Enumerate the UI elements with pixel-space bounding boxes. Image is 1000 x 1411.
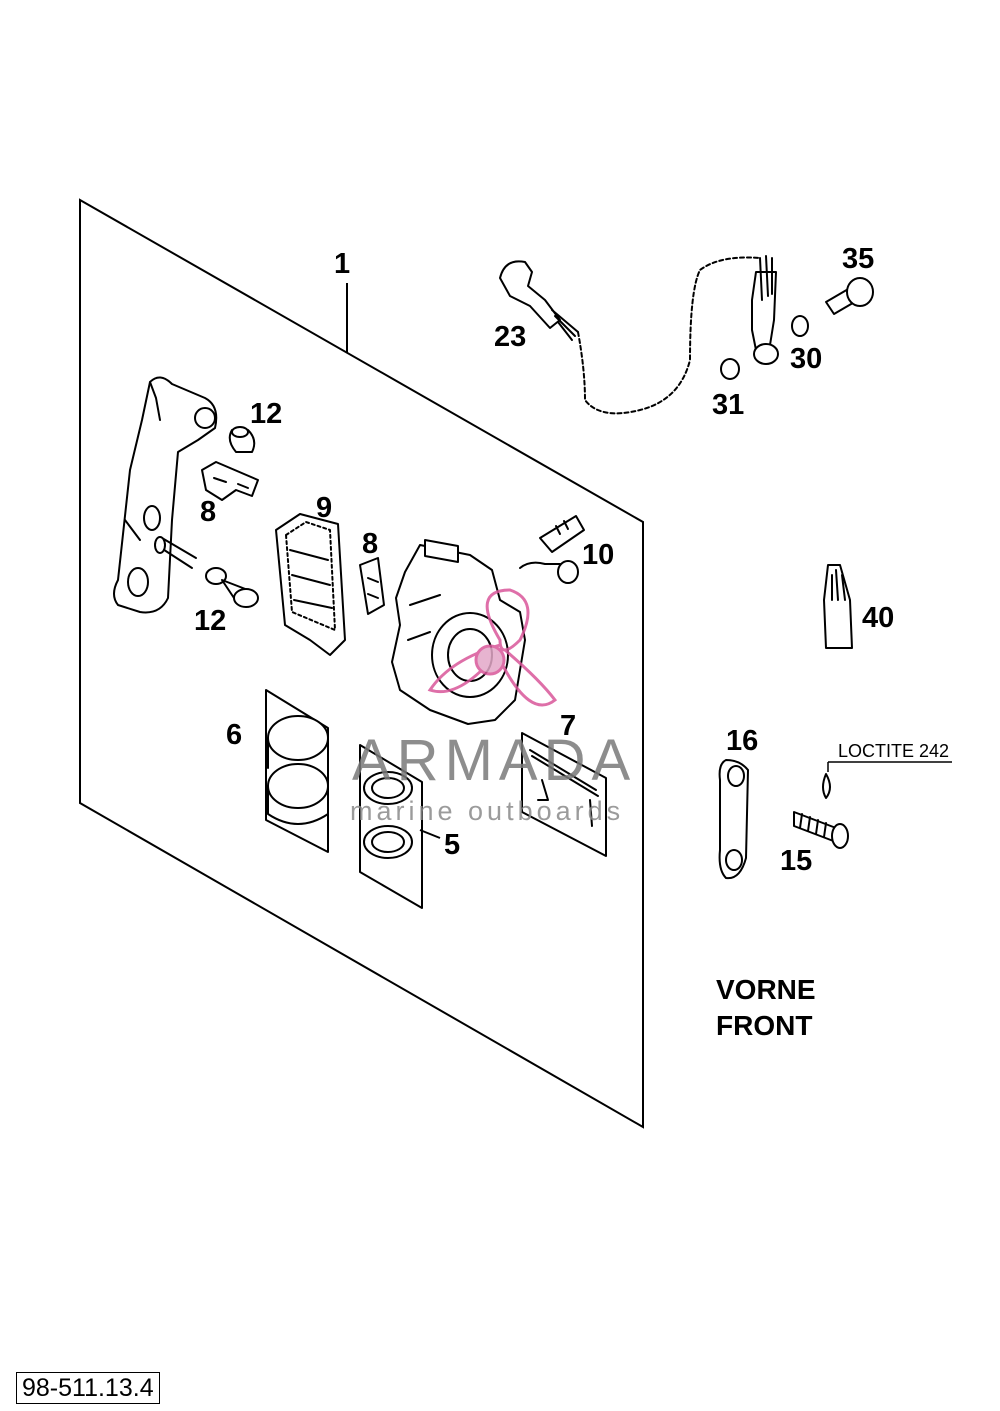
guide-pin-lower — [154, 536, 197, 569]
callout-8-upper: 8 — [200, 496, 216, 528]
callout-15: 15 — [780, 845, 812, 877]
watermark-brand: ARMADA — [352, 728, 636, 793]
direction-label-front: FRONT — [716, 1010, 812, 1041]
caliper-bracket — [113, 376, 218, 614]
callout-1: 1 — [334, 248, 350, 280]
callout-35: 35 — [842, 243, 874, 275]
bleed-valve — [539, 515, 585, 553]
callout-7: 7 — [560, 710, 576, 742]
pad-spring-clip-upper — [201, 461, 259, 501]
callout-12-lower: 12 — [194, 605, 226, 637]
loctite-drop-icon — [822, 773, 831, 799]
callout-23: 23 — [494, 321, 526, 353]
callout-12-upper: 12 — [250, 398, 282, 430]
callout-31: 31 — [712, 389, 744, 421]
guide-pin-bolt — [205, 567, 259, 608]
seal-kit — [359, 744, 423, 909]
direction-label-vorne: VORNE — [716, 974, 816, 1005]
diagram-reference-number: 98-511.13.4 — [16, 1372, 160, 1404]
assembly-panel — [79, 198, 644, 1129]
sealing-washer-31 — [720, 358, 740, 380]
loctite-label: LOCTITE 242 — [838, 741, 949, 761]
callout-9: 9 — [316, 492, 332, 524]
callout-16: 16 — [726, 725, 758, 757]
callout-30: 30 — [790, 343, 822, 375]
caliper-screw — [793, 811, 849, 849]
callout-10: 10 — [582, 539, 614, 571]
pad-spring-clip-right — [359, 557, 385, 615]
brake-pad — [275, 513, 346, 656]
watermark: ARMADA marine outboards — [350, 588, 636, 826]
piston-kit — [265, 689, 329, 853]
banjo-bolt — [825, 277, 874, 315]
brake-hose — [499, 255, 779, 415]
callout-6: 6 — [226, 719, 242, 751]
caliper-body — [391, 539, 526, 725]
watermark-tagline: marine outboards — [350, 796, 624, 826]
sealing-washer-30 — [791, 315, 809, 337]
threadlocker-bottle — [823, 564, 853, 649]
hose-clamp-plate — [718, 759, 749, 880]
leader-line-5 — [419, 829, 441, 839]
pin-kit — [521, 732, 607, 857]
bushing-upper — [228, 426, 256, 453]
callout-8-right: 8 — [362, 528, 378, 560]
callout-5: 5 — [444, 829, 460, 861]
callout-40: 40 — [862, 602, 894, 634]
watermark-logo-icon — [427, 588, 558, 707]
bleed-cap — [519, 560, 579, 584]
